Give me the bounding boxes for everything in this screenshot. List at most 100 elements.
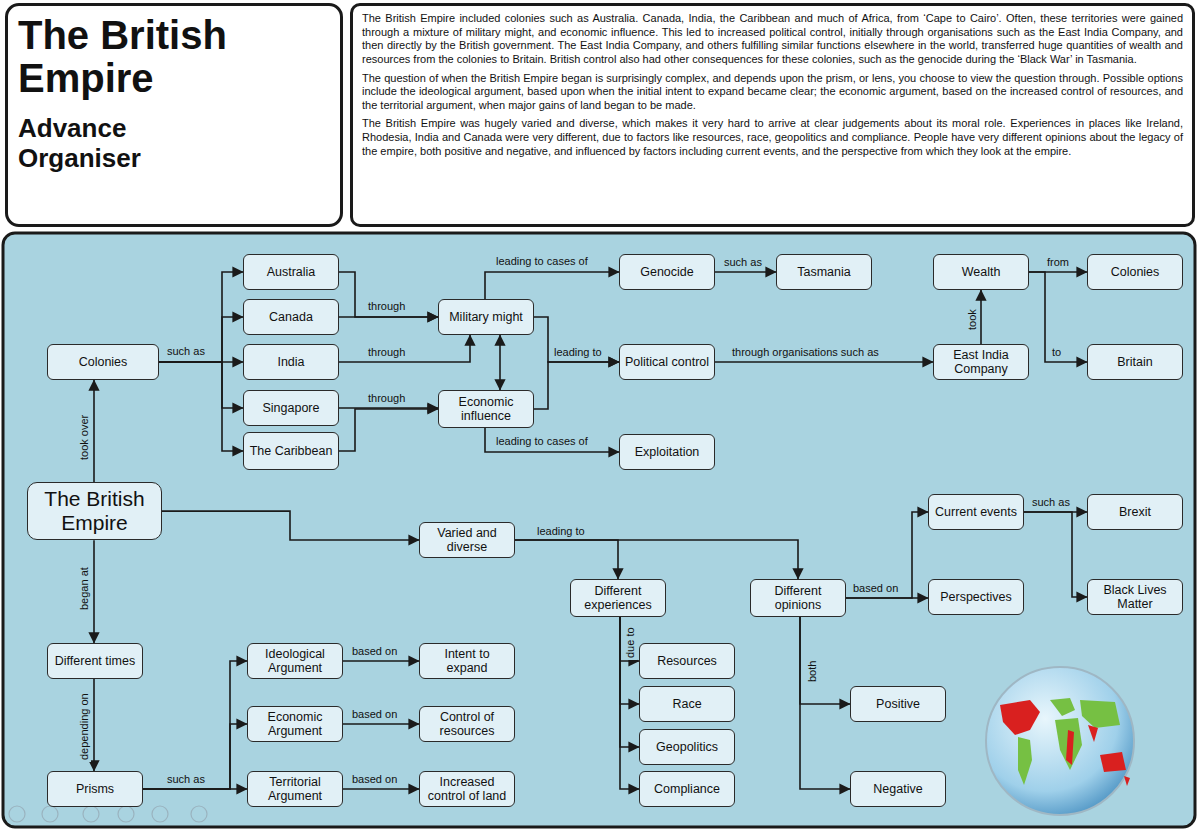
subtitle-text: Advance Organiser <box>18 114 168 174</box>
node-text: Positive <box>876 697 920 711</box>
concept-box: Black Lives Matter <box>1087 579 1183 615</box>
node-text: Negative <box>873 782 922 796</box>
node-text: Perspectives <box>940 590 1012 604</box>
concept-box: Varied and diverse <box>419 522 515 558</box>
concept-box: Economic Argument <box>247 706 343 742</box>
edge-label: began at <box>78 565 91 612</box>
concept-box: Race <box>639 686 735 722</box>
connector <box>800 617 850 789</box>
world-globe <box>986 667 1134 815</box>
concept-box: Australia <box>243 254 339 290</box>
connector <box>343 723 419 725</box>
node-text: Singapore <box>263 401 320 415</box>
concept-box: Different times <box>47 643 143 679</box>
node-text: Australia <box>267 265 316 279</box>
connector <box>499 335 501 390</box>
concept-box: Control of resources <box>419 706 515 742</box>
concept-box: Perspectives <box>928 579 1024 615</box>
node-text: Control of resources <box>424 710 510 738</box>
connector <box>620 617 639 661</box>
edge-label: through <box>366 392 407 405</box>
diagram-panel <box>3 233 1195 827</box>
edge-label: such as <box>1030 496 1072 509</box>
concept-box: Negative <box>850 771 946 807</box>
connector <box>846 597 928 599</box>
connector <box>620 617 639 704</box>
edge-label: leading to cases of <box>494 435 590 448</box>
concept-box: Exploitation <box>619 434 715 470</box>
title-panel: The British EmpireAdvance Organiser <box>5 3 343 227</box>
connector <box>339 335 470 362</box>
node-text: Different times <box>55 654 135 668</box>
edge-label: based on <box>350 773 399 786</box>
connector <box>339 409 438 451</box>
connector <box>800 617 850 704</box>
node-text: Compliance <box>654 782 720 796</box>
connector <box>534 362 619 409</box>
concept-box: Resources <box>639 643 735 679</box>
node-text: Exploitation <box>635 445 700 459</box>
connector <box>339 316 438 318</box>
edge-label: leading to <box>535 525 587 538</box>
node-text: Military might <box>449 310 523 324</box>
connector <box>343 788 419 790</box>
connector <box>93 679 95 771</box>
connector <box>159 362 243 408</box>
connector <box>980 290 982 344</box>
concept-box: Different opinions <box>750 579 846 617</box>
connector <box>143 788 247 790</box>
node-text: Increased control of land <box>424 775 510 803</box>
concept-box: The Caribbean <box>243 432 339 470</box>
central-topic-box: The British Empire <box>27 482 162 540</box>
edge-label: through <box>366 346 407 359</box>
concept-box: Positive <box>850 686 946 722</box>
edge-label: to <box>1050 346 1063 359</box>
slide-controls <box>9 806 207 822</box>
edge-label: leading to <box>552 346 604 359</box>
node-text: Different opinions <box>755 584 841 612</box>
concept-box: Different experiences <box>570 579 666 617</box>
node-text: Britain <box>1117 355 1152 369</box>
concept-box: Prisms <box>47 771 143 807</box>
title-text: The British Empire <box>18 14 248 100</box>
node-text: Geopolitics <box>656 740 718 754</box>
connector <box>715 361 933 363</box>
edge-label: took over <box>78 413 91 462</box>
connector <box>339 272 438 317</box>
concept-box: Increased control of land <box>419 771 515 807</box>
node-text: Political control <box>625 355 709 369</box>
node-text: India <box>277 355 304 369</box>
connector <box>715 271 776 273</box>
edge-label: such as <box>165 773 207 786</box>
connector <box>143 724 247 789</box>
connector <box>515 540 798 579</box>
edge-label: through <box>366 300 407 313</box>
edge-label: based on <box>851 582 900 595</box>
node-text: East India Company <box>938 348 1024 376</box>
connector <box>93 540 95 643</box>
node-text: Colonies <box>79 355 128 369</box>
summary-panel: The British Empire included colonies suc… <box>350 3 1195 227</box>
connector <box>162 511 419 540</box>
concept-box: Intent to expand <box>419 643 515 679</box>
concept-box: Ideological Argument <box>247 643 343 679</box>
concept-box: Territorial Argument <box>247 771 343 807</box>
connector <box>159 317 243 362</box>
concept-box: Military might <box>438 299 534 335</box>
node-text: Different experiences <box>575 584 661 612</box>
node-text: Tasmania <box>797 265 851 279</box>
connector <box>143 661 247 789</box>
concept-box: Canada <box>243 299 339 335</box>
connector <box>534 317 619 362</box>
concept-box: East India Company <box>933 344 1029 380</box>
connector <box>620 617 639 747</box>
node-text: Economic Argument <box>252 710 338 738</box>
edge-label: due to <box>624 625 637 660</box>
node-text: Genocide <box>640 265 694 279</box>
connector <box>1029 272 1087 362</box>
connector <box>515 540 618 579</box>
edge-label: based on <box>350 708 399 721</box>
edge-label: took <box>966 307 979 332</box>
node-text: Ideological Argument <box>252 647 338 675</box>
node-text: Current events <box>935 505 1017 519</box>
